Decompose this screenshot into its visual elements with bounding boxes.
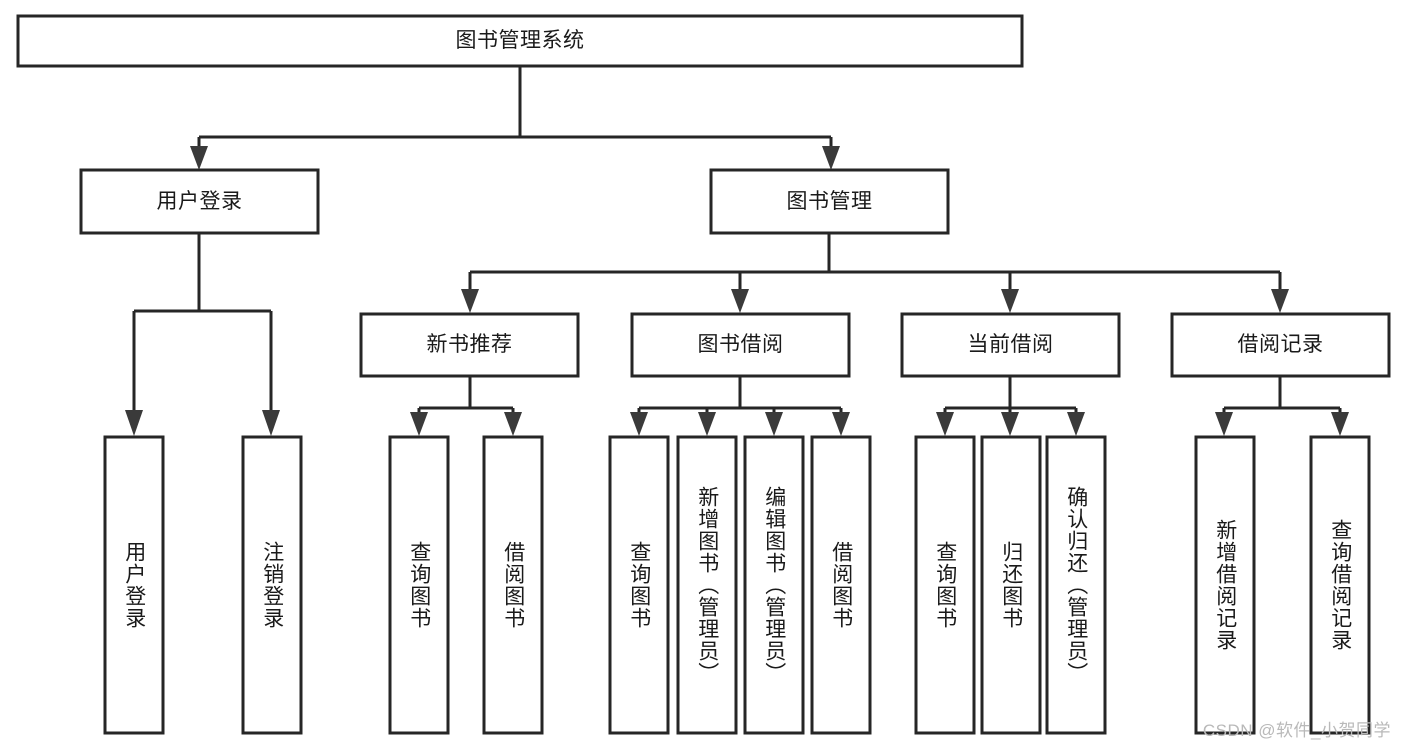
leaf-box-query-book-3[interactable]	[914, 435, 976, 735]
node-box-current-borrow[interactable]	[900, 312, 1121, 378]
leaf-box-edit-book[interactable]	[743, 435, 805, 735]
leaf-box-add-record[interactable]	[1194, 435, 1256, 735]
node-box-user-login[interactable]	[79, 168, 320, 235]
node-box-borrow-record[interactable]	[1170, 312, 1391, 378]
leaf-box-logout-login[interactable]	[241, 435, 303, 735]
leaf-box-query-book-2[interactable]	[608, 435, 670, 735]
connector-new-book-recommend-to-leaves	[410, 376, 522, 436]
connector-book-borrow-to-leaves	[630, 376, 850, 436]
leaf-box-add-book[interactable]	[676, 435, 738, 735]
connector-user-login-to-leaves	[125, 233, 280, 436]
node-box-new-book-recommend[interactable]	[359, 312, 580, 378]
leaf-box-return-book[interactable]	[980, 435, 1042, 735]
leaf-box-borrow-book-2[interactable]	[810, 435, 872, 735]
leaf-box-query-book-1[interactable]	[388, 435, 450, 735]
leaf-box-borrow-book-1[interactable]	[482, 435, 544, 735]
connector-current-borrow-to-leaves	[936, 376, 1085, 436]
node-box-book-borrow[interactable]	[630, 312, 851, 378]
leaf-box-user-login[interactable]	[103, 435, 165, 735]
connector-book-manage-to-level3	[461, 233, 1289, 313]
connector-root-to-level2	[190, 66, 840, 170]
csdn-watermark: CSDN @软件_小贺同学	[1202, 721, 1391, 740]
leaf-box-confirm-return[interactable]	[1045, 435, 1107, 735]
node-box-root[interactable]	[16, 14, 1024, 68]
connector-borrow-record-to-leaves	[1215, 376, 1349, 436]
node-box-book-manage[interactable]	[709, 168, 950, 235]
leaf-box-query-record[interactable]	[1309, 435, 1371, 735]
